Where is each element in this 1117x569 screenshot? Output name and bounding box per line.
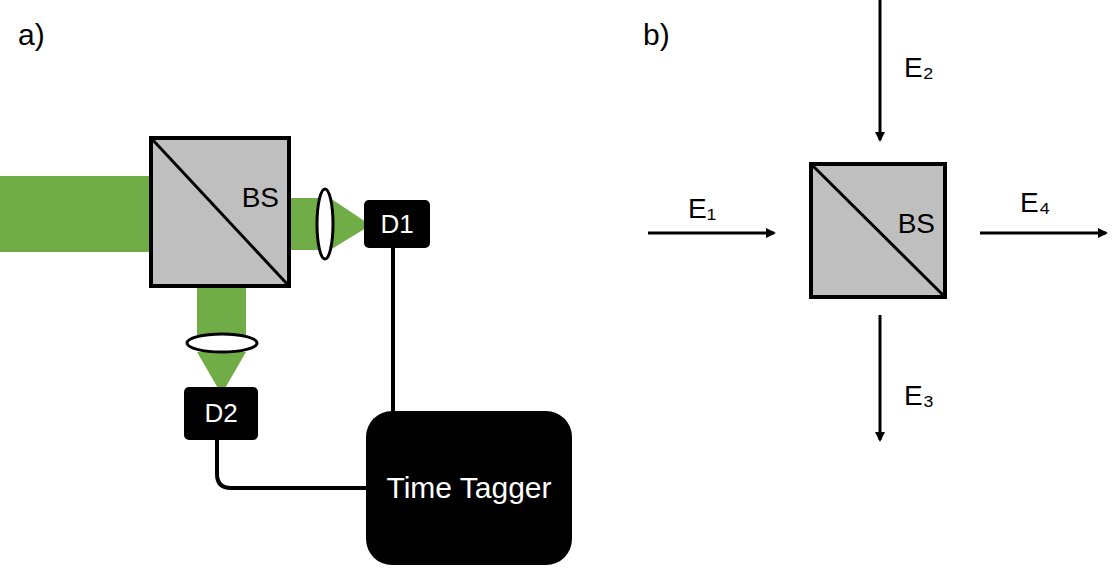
detector: D2 xyxy=(184,387,258,440)
reflected-beam xyxy=(197,285,246,335)
field-label: E₂ xyxy=(904,52,934,84)
beam-splitter: BS xyxy=(151,138,289,286)
splitter-diagonal xyxy=(151,138,289,286)
node-text: BS xyxy=(242,182,279,214)
focused-beam xyxy=(330,198,366,250)
lens xyxy=(317,189,333,259)
transmitted-beam xyxy=(288,198,318,250)
time-tagger: Time Tagger xyxy=(366,411,572,565)
beam-splitter: BS xyxy=(811,164,945,297)
splitter-diagonal xyxy=(811,164,945,297)
detector: D1 xyxy=(364,200,430,248)
field-arrow xyxy=(879,315,882,440)
field-label: E₁ xyxy=(688,193,716,225)
input-beam xyxy=(0,176,152,252)
node-text: Time Tagger xyxy=(386,469,551,507)
field-arrow xyxy=(980,232,1106,235)
node-text: D2 xyxy=(204,398,237,429)
lens xyxy=(187,334,257,352)
beam-splitter-cube xyxy=(151,138,289,286)
field-label: E₃ xyxy=(904,380,934,412)
panel-label: b) xyxy=(643,18,670,52)
field-arrow xyxy=(648,232,774,235)
panel-label: a) xyxy=(18,18,45,52)
beam-splitter-cube xyxy=(811,164,945,297)
node-text: D1 xyxy=(380,209,413,240)
field-arrow xyxy=(879,0,882,140)
node-text: BS xyxy=(898,208,935,240)
focused-beam xyxy=(197,352,246,390)
signal-cable xyxy=(217,440,366,488)
field-label: E₄ xyxy=(1020,187,1050,219)
